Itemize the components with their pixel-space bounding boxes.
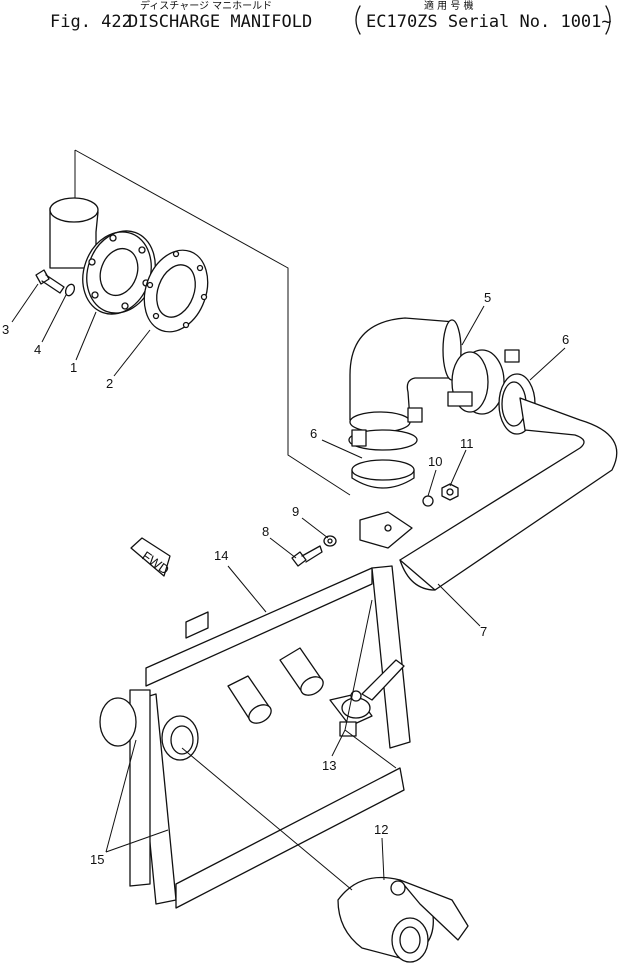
valve-part-12 xyxy=(337,876,469,963)
callout-8: 8 xyxy=(262,524,269,539)
gasket-part-2 xyxy=(143,249,209,333)
valve-part-13 xyxy=(329,659,405,737)
coupling-upper xyxy=(279,647,324,696)
bolt-part-8 xyxy=(291,545,323,567)
frame-part-14 xyxy=(145,565,411,749)
elbow-stub xyxy=(49,197,99,269)
callout-13: 13 xyxy=(322,758,336,773)
mounting-bracket xyxy=(359,511,413,549)
washer-part-9 xyxy=(323,535,337,547)
callout-7: 7 xyxy=(480,624,487,639)
callout-6-upper: 6 xyxy=(562,332,569,347)
elbow-pipe-part-5 xyxy=(349,317,462,433)
nut-part-11 xyxy=(441,483,459,501)
title-kana: ディスチャージ マニホールド xyxy=(140,0,272,12)
callout-15: 15 xyxy=(90,852,104,867)
forward-direction-arrow: FWD xyxy=(130,537,172,577)
callout-9: 9 xyxy=(292,504,299,519)
callout-5: 5 xyxy=(484,290,491,305)
coupling-left xyxy=(161,715,199,761)
washer-part-10 xyxy=(422,495,434,507)
applicability-kana: 適 用 号 機 xyxy=(424,0,474,12)
fwd-label: FWD xyxy=(139,548,172,577)
callout-10: 10 xyxy=(428,454,442,469)
washer-part-4 xyxy=(64,283,76,297)
callout-11: 11 xyxy=(460,436,474,451)
page-title: DISCHARGE MANIFOLD xyxy=(128,12,312,32)
callout-labels: 1 2 3 4 5 6 6 7 8 9 10 11 12 13 14 15 xyxy=(2,290,569,867)
left-paren xyxy=(355,5,361,35)
bolt-part-3 xyxy=(35,269,65,294)
callout-6-lower: 6 xyxy=(310,426,317,441)
header: ディスチャージ マニホールド Fig. 422 DISCHARGE MANIFO… xyxy=(50,0,612,35)
coupling-lower xyxy=(227,675,272,724)
assembly-line-b xyxy=(74,149,351,496)
callout-4: 4 xyxy=(34,342,41,357)
leader-lines xyxy=(11,283,566,891)
clamp-part-6-lower xyxy=(348,407,423,489)
left-stub-pipe xyxy=(99,697,137,747)
callout-14: 14 xyxy=(214,548,228,563)
serial-range: EC170ZS Serial No. 1001~ xyxy=(366,12,612,32)
callout-2: 2 xyxy=(106,376,113,391)
right-paren xyxy=(605,5,611,35)
figure-label: Fig. 422 xyxy=(50,12,132,32)
pipe-part-7 xyxy=(399,397,618,591)
callout-12: 12 xyxy=(374,822,388,837)
callout-1: 1 xyxy=(70,360,77,375)
clamp-part-6-upper xyxy=(447,349,536,435)
callout-3: 3 xyxy=(2,322,9,337)
